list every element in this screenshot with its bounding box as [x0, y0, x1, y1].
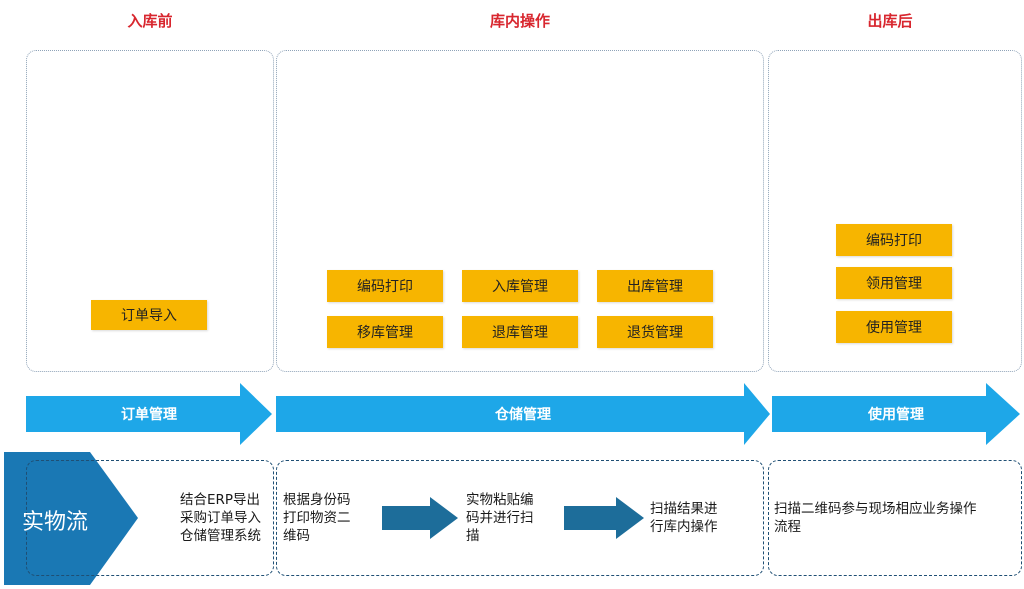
- flow-arrow-2: [564, 497, 644, 539]
- inbound-management-button[interactable]: 入库管理: [462, 270, 578, 302]
- usage-management-button[interactable]: 使用管理: [836, 311, 952, 343]
- desc-step-operate: 扫描结果进 行库内操作: [650, 501, 718, 535]
- desc-step-print: 根据身份码 打印物资二 维码: [283, 492, 351, 544]
- stage-label-storage: 仓储管理: [495, 407, 551, 423]
- requisition-management-button[interactable]: 领用管理: [836, 267, 952, 299]
- desc-before: 结合ERP导出 采购订单导入 仓储管理系统: [180, 492, 261, 544]
- stage-label-order: 订单管理: [121, 407, 177, 423]
- code-print-button[interactable]: 编码打印: [327, 270, 443, 302]
- stage-arrow-usage: [772, 383, 1020, 445]
- flow-arrow-1: [382, 497, 458, 539]
- stage-arrow-order: [26, 383, 272, 445]
- outbound-management-button[interactable]: 出库管理: [597, 270, 713, 302]
- flow-banner: [4, 452, 138, 585]
- after-code-print-button[interactable]: 编码打印: [836, 224, 952, 256]
- desc-after: 扫描二维码参与现场相应业务操作 流程: [774, 501, 977, 535]
- stage-label-usage: 使用管理: [868, 407, 924, 423]
- desc-box-after: [768, 460, 1022, 576]
- desc-box-before: [26, 460, 274, 576]
- stock-return-management-button[interactable]: 退库管理: [462, 316, 578, 348]
- goods-return-management-button[interactable]: 退货管理: [597, 316, 713, 348]
- phase-title-during: 库内操作: [489, 12, 550, 30]
- phase-title-after: 出库后: [867, 12, 913, 30]
- desc-step-label-scan: 实物粘贴编 码并进行扫 描: [466, 492, 534, 544]
- desc-box-warehouse: [276, 460, 764, 576]
- stage-arrow-storage: [276, 383, 770, 445]
- order-import-button[interactable]: 订单导入: [91, 300, 207, 330]
- transfer-management-button[interactable]: 移库管理: [327, 316, 443, 348]
- phase-title-before: 入库前: [127, 12, 173, 30]
- physical-flow-label: 实物流: [22, 510, 89, 535]
